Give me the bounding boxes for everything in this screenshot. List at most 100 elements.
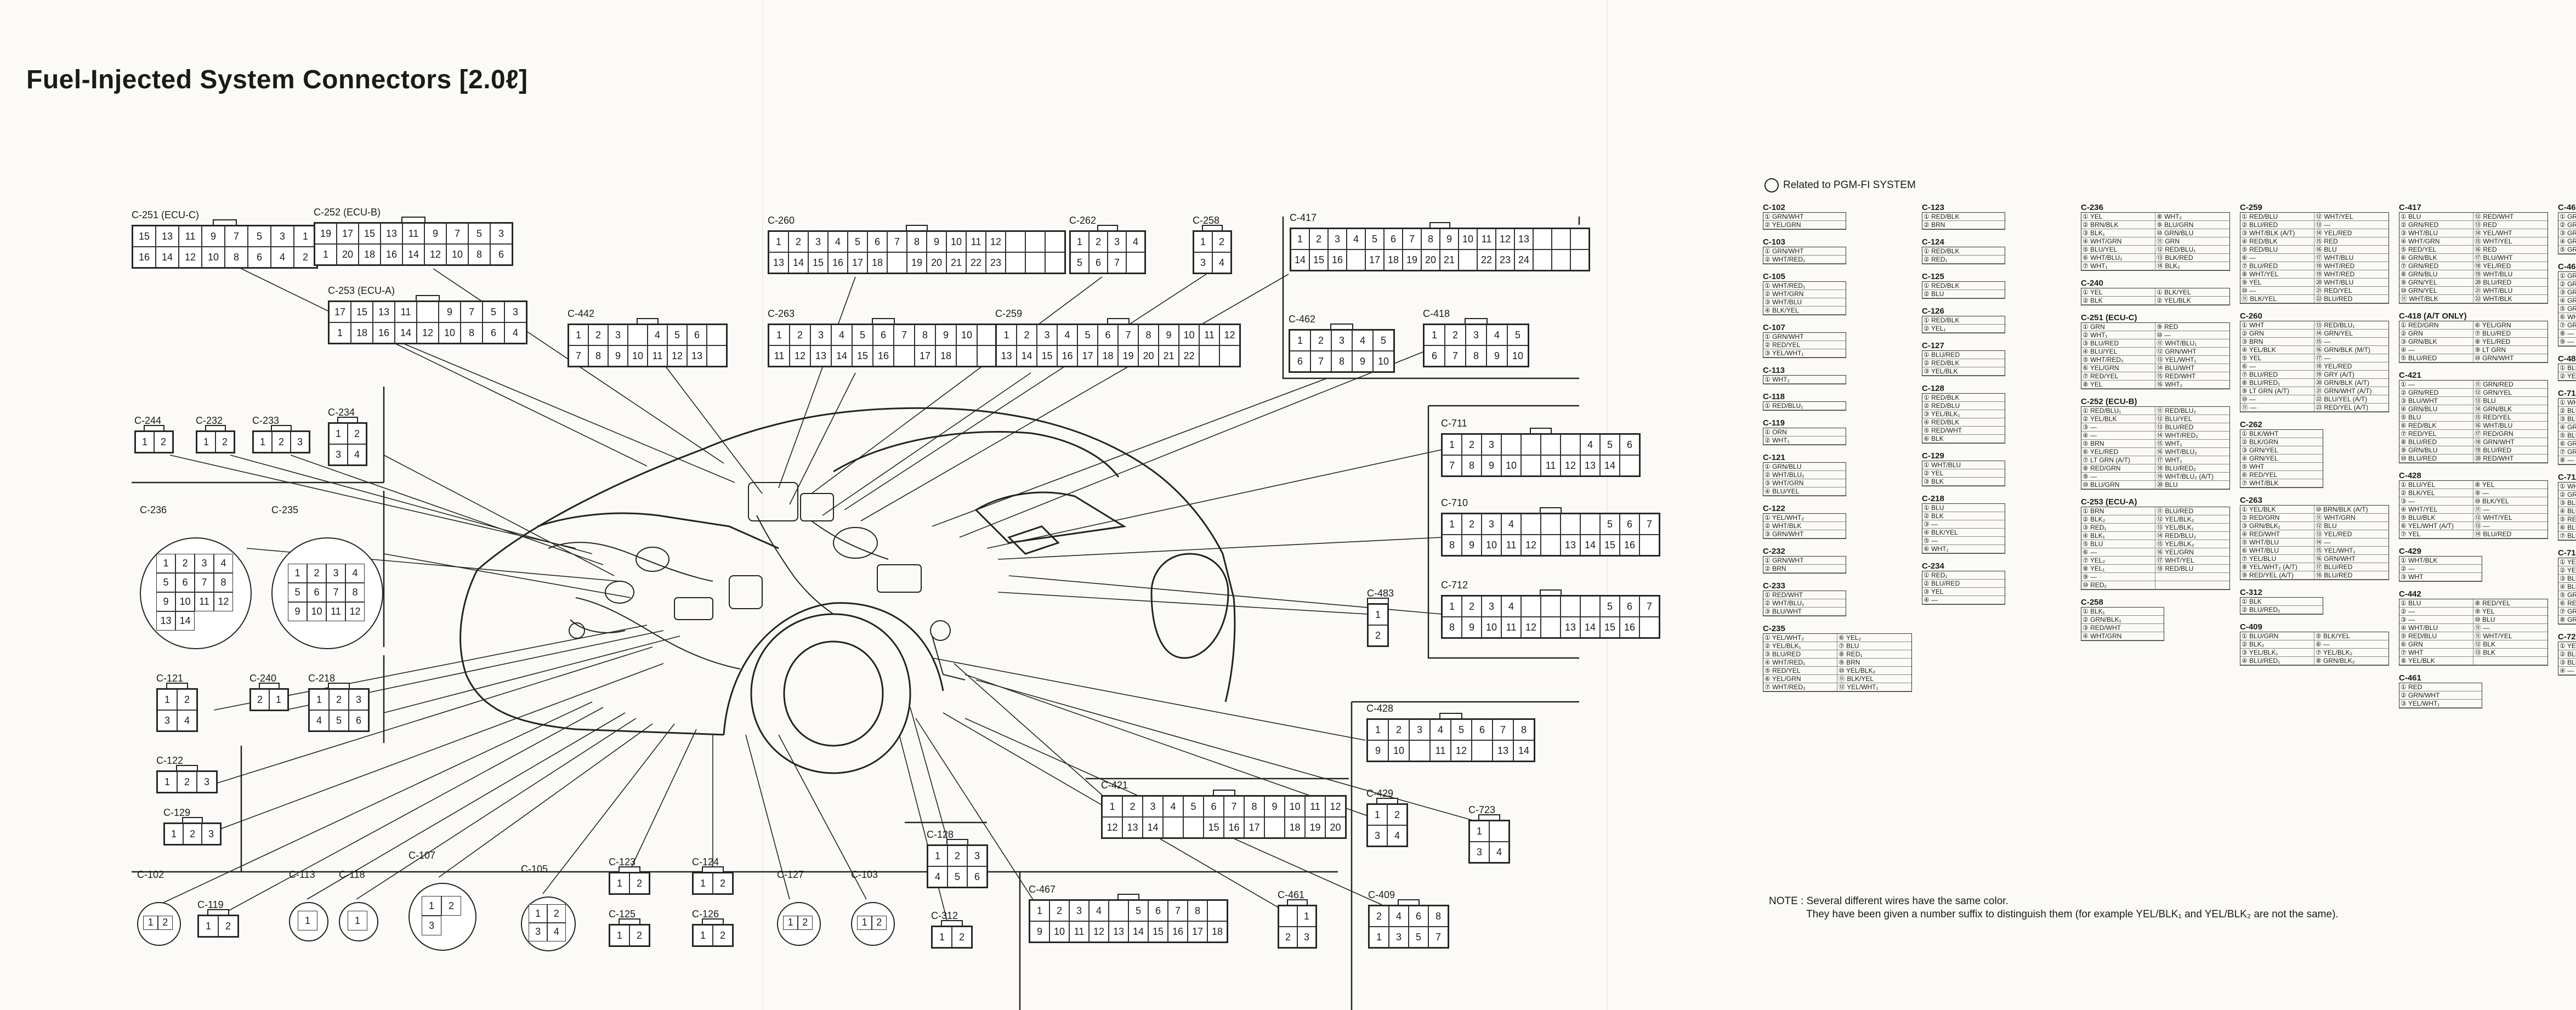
- connector-pin: 1: [288, 563, 307, 583]
- connector-pin: [1639, 535, 1659, 555]
- wire-cell: ⑮ RED/WHT: [2155, 372, 2229, 381]
- connector-pin: 2: [1445, 325, 1466, 345]
- connector-pin: 5: [468, 223, 490, 244]
- connector-pin: 6: [1409, 906, 1428, 927]
- wire-cell: ④ GRN/BLU: [2558, 297, 2576, 305]
- fold-line: [762, 0, 763, 1010]
- connector-pin: 19: [315, 223, 337, 244]
- connector-pin: 11: [179, 226, 202, 247]
- connector-pin: 2: [947, 846, 967, 866]
- wire-cell: ⑩ BLK/YEL: [2473, 497, 2547, 506]
- connector-pin: 11: [769, 345, 790, 366]
- connector-pin: 9: [1368, 740, 1388, 761]
- connector-pin: 13: [996, 345, 1017, 366]
- wire-cell: ④ WHT/BLU: [2399, 624, 2473, 632]
- connector-pin: 4: [1126, 231, 1145, 252]
- wire-cell: ⑭ BLU/WHT: [2155, 364, 2229, 372]
- wire-cell: ④ BLK/YEL: [1922, 529, 2005, 537]
- wire-cell: ⑪ WHT/BLK: [2399, 295, 2473, 303]
- connector-pin: 15: [1309, 249, 1328, 270]
- connector-pin: [1025, 252, 1045, 273]
- wire-cell: ㉓ RED/YEL (A/T): [2314, 404, 2388, 412]
- wire-cell: ② BLU/YEL: [2558, 407, 2576, 415]
- wire-cell: ③ BLU/RED: [1763, 650, 1837, 659]
- connector-pin: 13: [769, 252, 788, 273]
- connector-pin: 5: [1373, 330, 1394, 351]
- connector-pin: 3: [197, 771, 217, 792]
- wire-cell: ② WHT₁: [2081, 331, 2155, 339]
- wire-cell: ② RED/YEL: [1763, 341, 1846, 349]
- wire-cell: ⑩ —: [2155, 331, 2229, 339]
- connector-label: C-428: [1366, 703, 1394, 714]
- engine-components: [548, 482, 966, 680]
- wire-table-label: C-233: [1763, 581, 1785, 591]
- connector-pin: 6: [1620, 514, 1639, 535]
- wire-cell: ⑰ WHT/YEL: [2155, 557, 2229, 565]
- connector-label: C-126: [692, 909, 719, 920]
- connector-pin: 1: [1368, 604, 1388, 625]
- wire-cell: ⑨ GRN/YEL: [2399, 279, 2473, 287]
- connector-pin: 4: [1352, 330, 1373, 351]
- connector-lock-tab: [872, 318, 895, 324]
- connector-pin: 2: [1368, 625, 1388, 646]
- connector-pin: [1521, 434, 1541, 455]
- wire-cell: ② YEL/BLK₂: [2558, 372, 2576, 381]
- wire-cell: ① WHT/BLU: [1922, 461, 2005, 469]
- connector-pin: 1: [857, 915, 872, 930]
- circle-symbol-icon: [1764, 178, 1779, 192]
- wire-table-label: C-467 (A/T ONLY): [2558, 262, 2576, 271]
- wire-table-grid: ① BLK② YEL/BLK₂: [2558, 364, 2576, 381]
- connector-pin: 8: [1462, 455, 1482, 476]
- connector-pin: 13: [1493, 740, 1513, 761]
- wire-cell: ⑥ YEL₂: [1837, 634, 1911, 642]
- connector-pin: 6: [1472, 719, 1493, 740]
- connector-pin: 2: [218, 916, 238, 937]
- wire-cell: ⑦ WHT₁: [2081, 262, 2155, 270]
- wire-cell: ④ —: [2399, 346, 2473, 354]
- connector-lock-tab: [182, 817, 203, 822]
- connector-pin: 20: [1138, 345, 1159, 366]
- connector-label: C-418: [1423, 308, 1450, 319]
- connector-pin: 21: [946, 252, 966, 273]
- wire-cell: ② WHT/RED₁: [1763, 256, 1846, 264]
- wire-cell: ⑬ RED/BLU₁: [2314, 321, 2388, 330]
- wire-cell: ① RED/BLU₁: [1763, 402, 1846, 410]
- connector-pin: 17: [1188, 921, 1207, 942]
- connector-label: C-312: [931, 910, 958, 921]
- connector-pin: 3: [1328, 229, 1347, 249]
- connector-pin: 17: [915, 345, 935, 366]
- wire-cell: ⑭ RED/BLU₂: [2155, 532, 2229, 540]
- connector-pin: 6: [349, 710, 368, 731]
- wire-cell: ② RED₁: [1922, 256, 2005, 264]
- connector-pin: [1570, 229, 1589, 249]
- wire-cell: ② YEL: [1922, 469, 2005, 478]
- connector-pin: 9: [608, 345, 628, 366]
- connector-pin: 3: [195, 554, 214, 573]
- connector-pin: 10: [1373, 351, 1394, 372]
- wire-cell: ③ BLU/WHT: [1763, 608, 1846, 616]
- connector-label: C-461: [1278, 889, 1305, 900]
- wire-cell: ⑯ RED: [2473, 246, 2547, 254]
- connector-pin: 15: [1148, 921, 1168, 942]
- wire-cell: ⑪ BLK/YEL: [1837, 675, 1911, 683]
- connector-pin: 16: [1057, 345, 1077, 366]
- connector-pin: 15: [852, 345, 873, 366]
- wire-cell: ⑨ —: [2473, 489, 2547, 497]
- wire-cell: ⑫ WHT/YEL: [2473, 514, 2547, 522]
- note-line-1: NOTE : Several different wires have the …: [1769, 895, 2008, 907]
